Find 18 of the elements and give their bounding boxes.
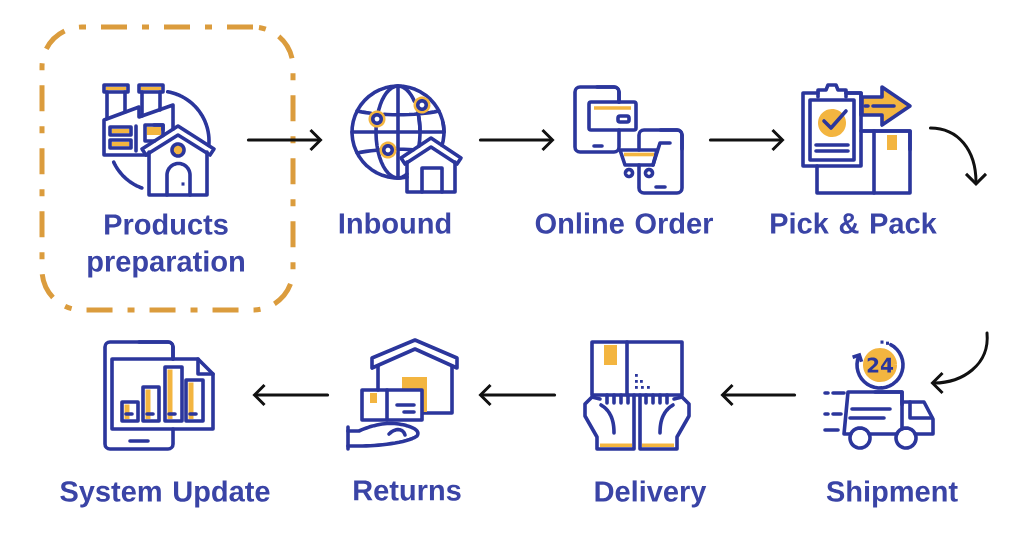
step-label: Products preparation bbox=[88, 213, 244, 278]
arrow bbox=[478, 128, 555, 152]
step-label: Online Order bbox=[535, 212, 713, 234]
arrow bbox=[246, 128, 323, 152]
step-label: Inbound bbox=[339, 212, 451, 234]
step-label: Delivery bbox=[595, 480, 707, 508]
arrow bbox=[930, 331, 989, 395]
step-label: Returns bbox=[354, 480, 461, 501]
dashed-frame bbox=[39, 24, 296, 313]
step-label: System Update bbox=[60, 480, 270, 508]
step-label: Pick & Pack bbox=[771, 212, 937, 234]
arrow bbox=[720, 383, 797, 407]
clock-number: 24 bbox=[867, 357, 893, 373]
arrow bbox=[478, 383, 557, 407]
arrow bbox=[708, 128, 785, 152]
arrow bbox=[928, 126, 988, 186]
step-label: Shipment bbox=[826, 480, 958, 508]
arrow bbox=[252, 383, 330, 407]
